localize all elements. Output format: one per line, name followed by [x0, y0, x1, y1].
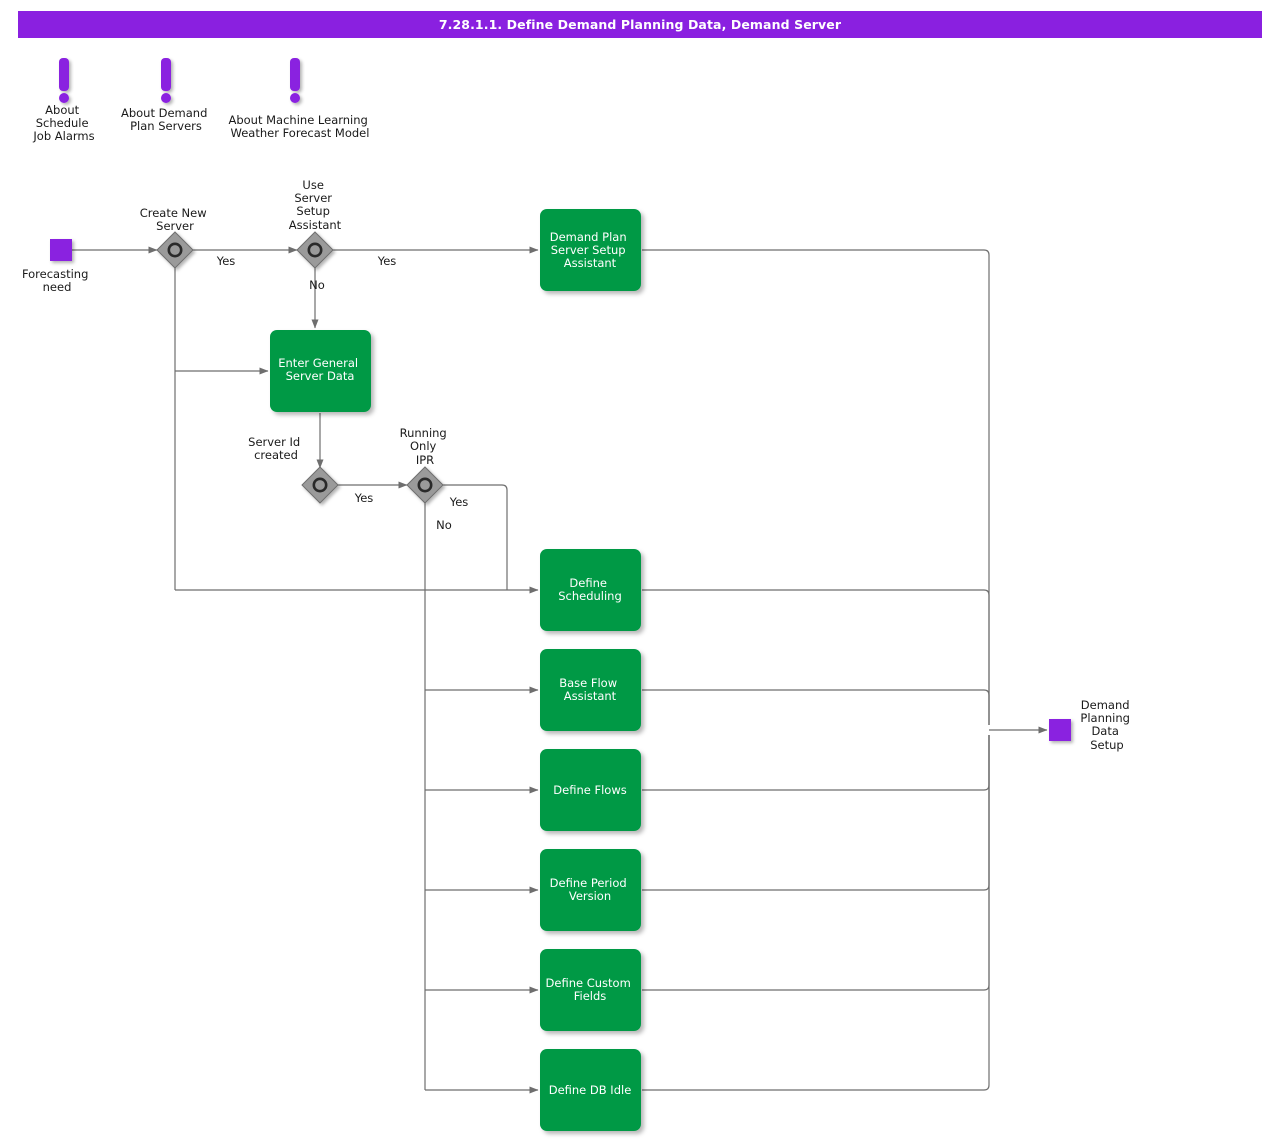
gateway-label: Use Server Setup Assistant — [289, 178, 342, 232]
start-event-label: Forecasting need — [22, 267, 92, 294]
edge-base-flow-assistant-to-merge — [642, 689, 990, 725]
annotation-label: About Demand Plan Servers — [121, 106, 211, 133]
annotation-label: About Schedule Job Alarms — [32, 103, 94, 143]
gateway-use-server-setup-assistant[interactable]: Use Server Setup Assistant — [289, 178, 342, 269]
task-label: Define Scheduling — [558, 576, 622, 603]
task-define-flows[interactable]: Define Flows — [540, 749, 641, 831]
info-exclamation-icon — [161, 58, 171, 91]
edge-label-create-new-server-yes: Yes — [216, 254, 236, 268]
info-exclamation-dot-icon — [161, 93, 171, 103]
edge-running-only-ipr-yes — [443, 484, 508, 590]
annotation-label: About Machine Learning Weather Forecast … — [228, 113, 371, 140]
task-label: Define DB Idle — [549, 1083, 632, 1097]
task-define-custom-fields[interactable]: Define Custom Fields — [540, 949, 641, 1031]
edge-label-use-assistant-yes: Yes — [377, 254, 397, 268]
end-event-demand-planning-data-setup[interactable]: Demand Planning Data Setup — [1049, 698, 1134, 752]
diagram-title-bar: 7.28.1.1. Define Demand Planning Data, D… — [18, 11, 1262, 38]
edge-demand-plan-assistant-to-merge — [642, 249, 990, 725]
annotation-about-machine-learning-weather-forecast-model[interactable]: About Machine Learning Weather Forecast … — [228, 58, 371, 140]
gateway-create-new-server[interactable]: Create New Server — [140, 206, 211, 269]
edge-define-flows-to-merge — [642, 735, 990, 791]
annotation-about-schedule-job-alarms[interactable]: About Schedule Job Alarms — [32, 58, 95, 143]
gateway-label: Create New Server — [140, 206, 211, 233]
task-base-flow-assistant[interactable]: Base Flow Assistant — [540, 649, 641, 731]
task-label: Base Flow Assistant — [559, 676, 621, 703]
gateway-server-id-created[interactable]: Server Id created — [248, 435, 339, 504]
task-label: Define Flows — [553, 783, 626, 797]
edge-label-use-assistant-no: No — [309, 278, 325, 292]
task-demand-plan-server-setup-assistant[interactable]: Demand Plan Server Setup Assistant — [540, 209, 641, 291]
edge-define-custom-fields-to-merge — [642, 735, 990, 991]
task-label: Define Custom Fields — [546, 976, 635, 1003]
edge-label-server-id-created-yes: Yes — [354, 491, 374, 505]
info-exclamation-dot-icon — [59, 93, 69, 103]
task-label: Demand Plan Server Setup Assistant — [550, 230, 631, 270]
edge-label-running-only-ipr-yes: Yes — [449, 495, 469, 509]
end-event-label: Demand Planning Data Setup — [1080, 698, 1133, 752]
info-exclamation-icon — [59, 58, 69, 91]
info-exclamation-icon — [290, 58, 300, 91]
gateway-label: Running Only IPR — [400, 426, 451, 467]
edge-define-period-version-to-merge — [642, 735, 990, 891]
edge-define-db-idle-to-merge — [642, 735, 990, 1091]
task-define-db-idle[interactable]: Define DB Idle — [540, 1049, 641, 1131]
gateway-label: Server Id created — [248, 435, 304, 462]
task-define-period-version[interactable]: Define Period Version — [540, 849, 641, 931]
task-label: Define Period Version — [550, 876, 631, 903]
task-enter-general-server-data[interactable]: Enter General Server Data — [270, 330, 371, 412]
start-event-forecasting-need[interactable]: Forecasting need — [22, 239, 92, 294]
page-title: 7.28.1.1. Define Demand Planning Data, D… — [438, 17, 842, 32]
edge-define-scheduling-to-merge — [642, 589, 990, 725]
annotation-about-demand-plan-servers[interactable]: About Demand Plan Servers — [121, 58, 211, 133]
edge-label-running-only-ipr-no: No — [436, 518, 452, 532]
gateway-running-only-ipr[interactable]: Running Only IPR — [400, 426, 451, 504]
task-label: Enter General Server Data — [278, 356, 362, 383]
info-exclamation-dot-icon — [290, 93, 300, 103]
task-define-scheduling[interactable]: Define Scheduling — [540, 549, 641, 631]
